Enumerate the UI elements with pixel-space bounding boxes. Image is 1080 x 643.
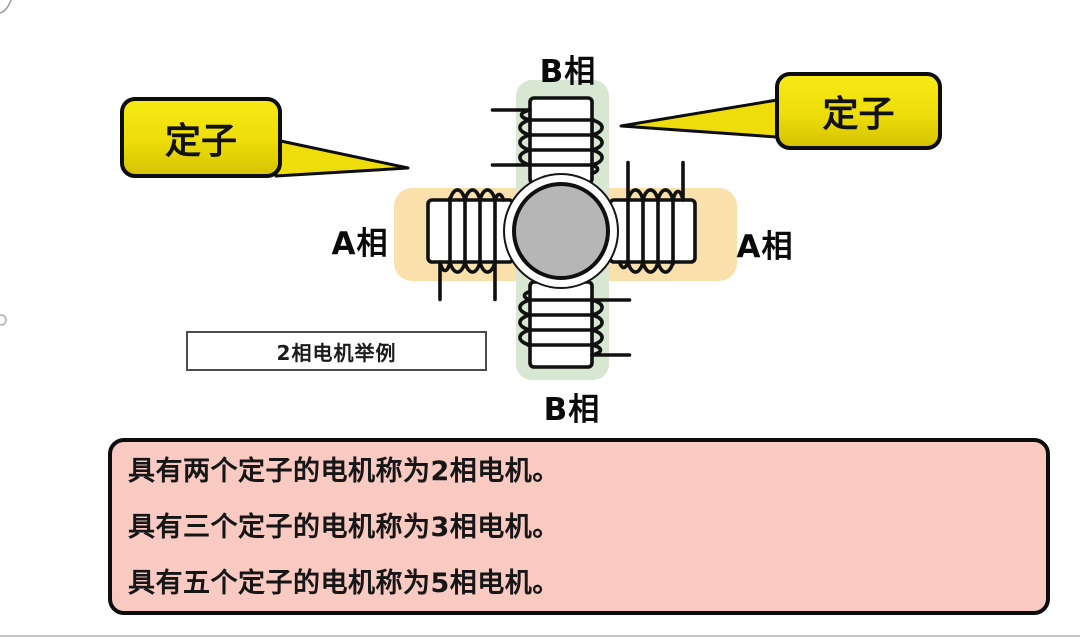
phase-label-a-left: A相 [331, 226, 389, 262]
note-line-2: 具有三个定子的电机称为3相电机。 [128, 512, 560, 543]
stator-coil-top [490, 96, 604, 185]
rotor-circle [512, 182, 610, 280]
stator-callout-left: 定子 [120, 97, 282, 178]
note-line-1: 具有两个定子的电机称为2相电机。 [128, 456, 560, 487]
stator-coil-bottom [518, 280, 632, 369]
corner-curl-mark [0, 0, 12, 14]
stator-callout-right: 定子 [775, 72, 942, 150]
slide-bottom-edge [0, 635, 1080, 637]
note-line-3: 具有五个定子的电机称为5相电机。 [128, 568, 560, 599]
phase-label-b-top: B相 [539, 54, 597, 90]
caption-box: 2相电机举例 [186, 331, 487, 371]
phase-label-a-right: A相 [736, 229, 794, 265]
phase-label-b-bottom: B相 [543, 392, 601, 428]
notes-panel: 具有两个定子的电机称为2相电机。 具有三个定子的电机称为3相电机。 具有五个定子… [108, 438, 1050, 615]
stator-callout-right-label: 定子 [822, 94, 895, 135]
edge-dot-mark [0, 314, 7, 326]
callout-right-tail [619, 98, 779, 139]
stator-callout-left-label: 定子 [164, 120, 237, 162]
callout-left-tail [274, 138, 410, 178]
stator-coil-left [426, 188, 515, 302]
caption-text: 2相电机举例 [276, 340, 397, 365]
stator-coil-right [608, 160, 697, 274]
